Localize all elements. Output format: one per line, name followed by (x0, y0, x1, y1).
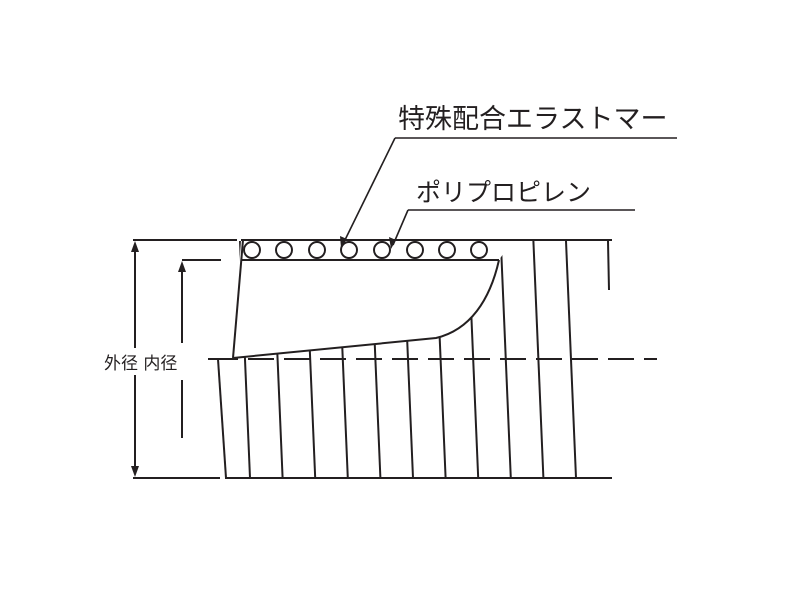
polypropylene-helix-circles (243, 241, 488, 259)
helix-circle (406, 241, 424, 259)
leader-elastomer (342, 137, 396, 245)
arrow-up-icon (131, 241, 139, 252)
cut-edge-curve (232, 259, 500, 359)
helix-circle (308, 241, 326, 259)
helix-circle (438, 241, 456, 259)
helix-line (565, 240, 577, 479)
label-outer-inner-diameter: 外径 内径 (104, 354, 177, 374)
arrow-down-icon (131, 466, 139, 477)
helix-circle (470, 241, 488, 259)
label-polypropylene: ポリプロピレン (416, 178, 591, 207)
leader-arrow-icon (389, 237, 396, 249)
helix-circle (275, 241, 293, 259)
lower-left-edge (217, 358, 227, 479)
cut-edge-left (232, 239, 244, 359)
cutaway-region (233, 240, 612, 358)
helix-circle (373, 241, 391, 259)
arrow-up-icon (178, 261, 186, 272)
helix-circle (340, 241, 358, 259)
leader-arrow-icon (340, 236, 347, 248)
helix-circle (243, 241, 261, 259)
helix-line (607, 240, 610, 291)
label-elastomer: 特殊配合エラストマー (398, 104, 667, 135)
leader-polypropylene (392, 209, 409, 246)
